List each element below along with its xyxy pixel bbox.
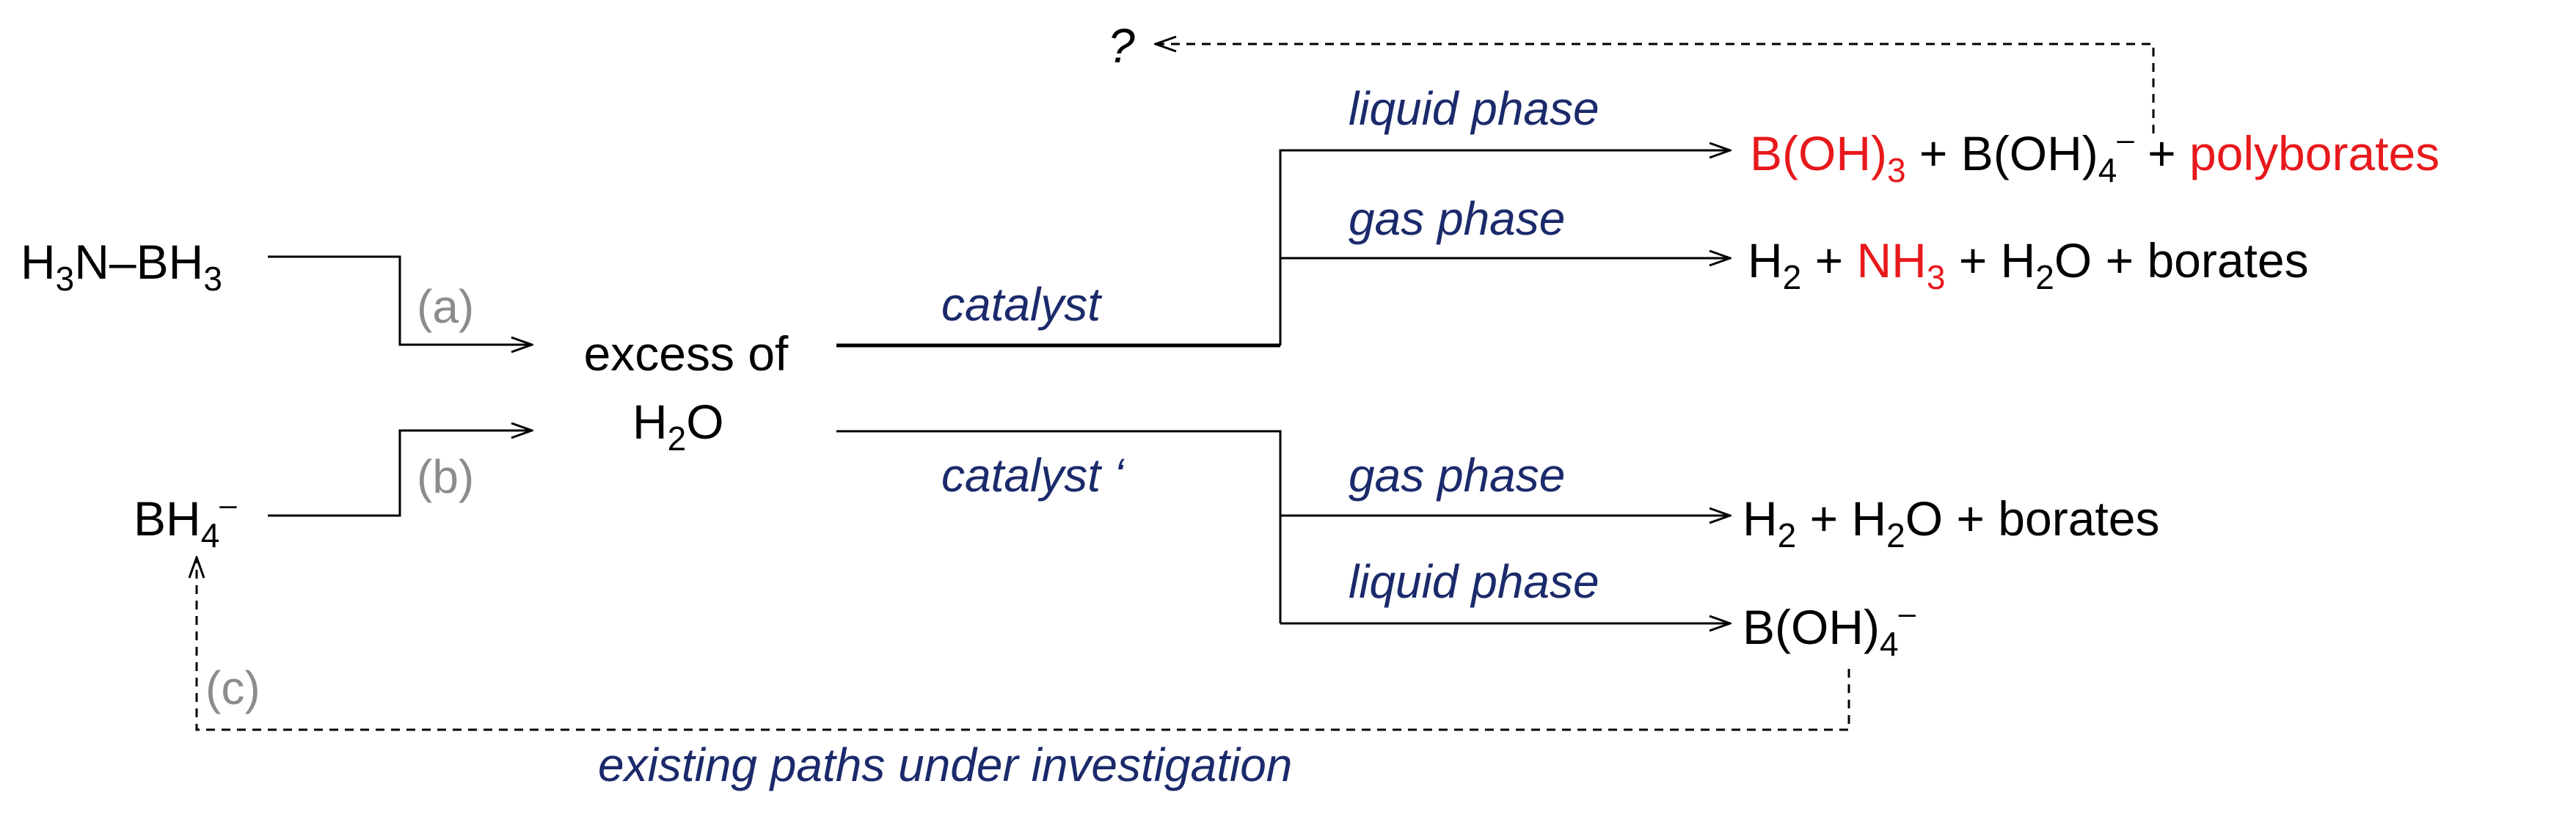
catalyst-prime-branch-line bbox=[836, 430, 1282, 623]
gas-phase-label-bottom: gas phase bbox=[1349, 449, 1565, 502]
catalyst-label: catalyst bbox=[941, 278, 1102, 331]
products-top-liquid: B(OH)3 + B(OH)4– + polyborates bbox=[1750, 122, 2440, 189]
route-b-arrow bbox=[268, 431, 532, 517]
dashed-path-to-unknown bbox=[1156, 44, 2155, 133]
unknown-product-question-mark: ? bbox=[1108, 18, 1135, 73]
route-label-a: (a) bbox=[417, 280, 474, 333]
route-a-arrow bbox=[268, 255, 532, 345]
gas-phase-label-top: gas phase bbox=[1349, 192, 1565, 245]
borohydride-formula: BH4– bbox=[134, 487, 237, 554]
liquid-phase-arrow-top bbox=[1279, 150, 1730, 345]
dashed-regeneration-path bbox=[197, 557, 1850, 731]
products-bottom-gas: H2 + H2O + borates bbox=[1743, 491, 2159, 554]
excess-water-label: excess of bbox=[584, 326, 789, 381]
products-top-gas: H2 + NH3 + H2O + borates bbox=[1748, 233, 2309, 296]
liquid-phase-label-bottom: liquid phase bbox=[1349, 555, 1599, 608]
route-label-c: (c) bbox=[205, 662, 260, 714]
water-formula: H2O bbox=[632, 395, 724, 458]
route-label-b: (b) bbox=[417, 450, 474, 503]
footer-caption: existing paths under investigation bbox=[598, 739, 1292, 791]
products-bottom-liquid: B(OH)4– bbox=[1743, 596, 1916, 663]
liquid-phase-label-top: liquid phase bbox=[1349, 82, 1599, 135]
catalyst-prime-label: catalyst ‘ bbox=[941, 449, 1125, 502]
ammonia-borane-formula: H3N–BH3 bbox=[21, 235, 222, 298]
